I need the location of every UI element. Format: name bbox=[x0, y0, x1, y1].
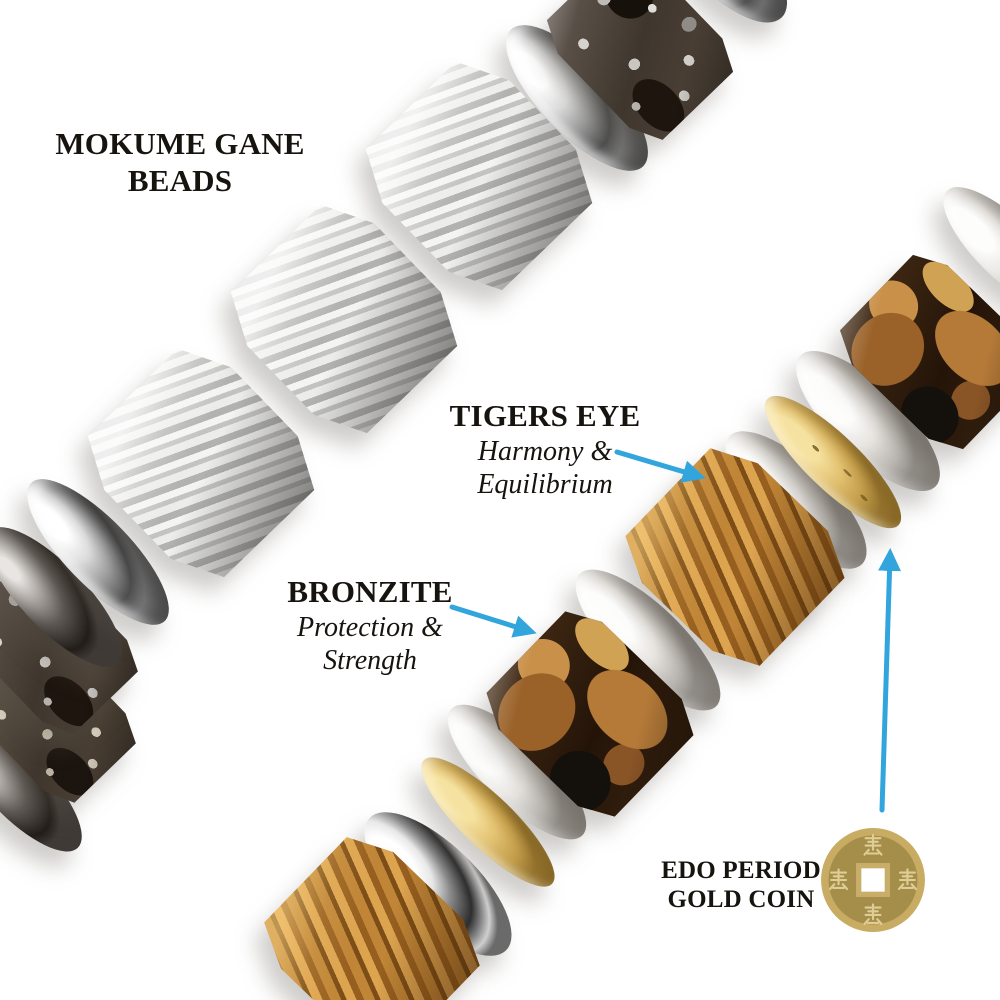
tigers-eye-subtitle-line1: Harmony & bbox=[477, 435, 613, 467]
label-mokume-gane-beads: MOKUME GANE BEADS bbox=[40, 126, 320, 199]
edo-coin-title-line2: GOLD COIN bbox=[667, 886, 815, 913]
coin-character-bottom bbox=[863, 903, 883, 926]
label-tigers-eye: TIGERS EYE Harmony & Equilibrium bbox=[420, 398, 670, 502]
mokume-gane-title-line2: BEADS bbox=[127, 162, 233, 198]
coin-character-right bbox=[897, 868, 917, 891]
tigers-eye-title: TIGERS EYE bbox=[449, 398, 641, 433]
tigers-eye-subtitle-line2: Equilibrium bbox=[477, 469, 613, 501]
bronzite-subtitle-line1: Protection & bbox=[297, 611, 443, 643]
label-bronzite: BRONZITE Protection & Strength bbox=[250, 574, 490, 678]
coin-character-top bbox=[863, 833, 883, 856]
edo-coin-icon bbox=[821, 828, 925, 932]
bronzite-title: BRONZITE bbox=[287, 574, 453, 609]
label-edo-period-gold-coin: EDO PERIOD GOLD COIN bbox=[648, 856, 834, 914]
mokume-gane-title-line1: MOKUME GANE bbox=[55, 126, 305, 161]
coin-character-left bbox=[829, 868, 849, 891]
edo-coin-title-line1: EDO PERIOD bbox=[661, 857, 821, 884]
bronzite-subtitle-line2: Strength bbox=[323, 645, 417, 677]
